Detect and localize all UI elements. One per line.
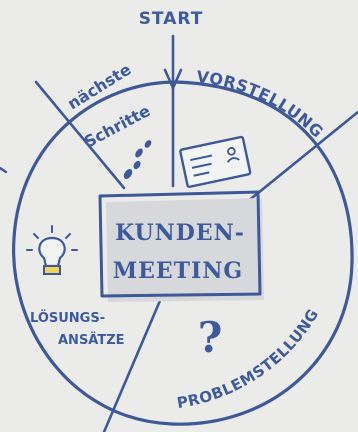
segment-naechste-label: nächste: [64, 60, 134, 114]
center-title-line1: KUNDEN-: [115, 220, 245, 246]
divider-bottom-left: [102, 294, 164, 432]
outer-circle: [12, 80, 354, 426]
center-title-line2: MEETING: [113, 258, 243, 284]
question-mark: ?: [198, 313, 223, 362]
business-card-icon: [179, 135, 252, 188]
segment-loesungs-label: LÖSUNGS-: [30, 310, 105, 326]
divider-top-left: [34, 80, 126, 190]
divider-left-stub: [0, 166, 8, 174]
start-label: START: [139, 9, 204, 29]
center-box-shadow: [106, 198, 264, 302]
segment-schritte-label: Schritte: [81, 101, 154, 152]
divider-right: [240, 110, 358, 208]
center-box: KUNDEN- MEETING: [98, 190, 264, 302]
center-box-frame: [98, 190, 262, 298]
footsteps-icon: [123, 140, 152, 179]
arrow-down-icon: [163, 68, 183, 90]
segment-vorstellung-label: VORSTELLUNG: [196, 67, 328, 142]
start-arrow: [163, 34, 183, 188]
segment-ansaetze-label: ANSÄTZE: [58, 332, 125, 348]
lightbulb-icon: [26, 225, 78, 275]
